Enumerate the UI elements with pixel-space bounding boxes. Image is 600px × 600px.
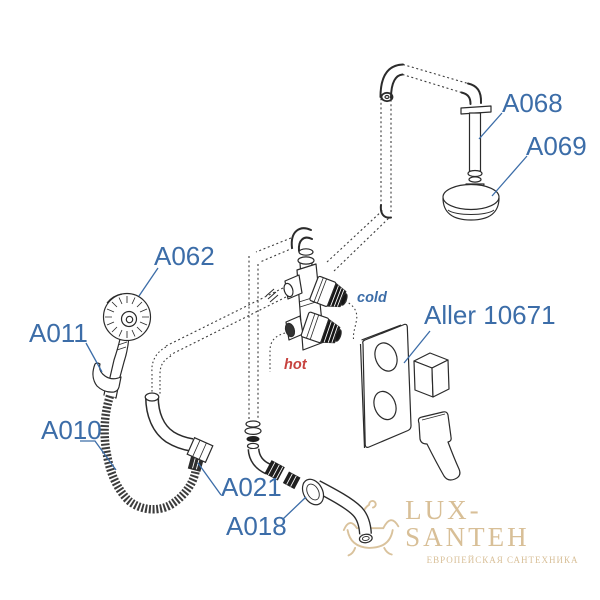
label-product: Aller 10671: [424, 300, 556, 330]
wall-outlet-elbow-a021: [144, 392, 214, 464]
leader-lines: [80, 112, 528, 520]
lever-handle: [417, 411, 461, 481]
in-wall-pipes: [151, 63, 469, 420]
label-a021: A021: [221, 472, 282, 502]
watermark-brand: LUX-SANTEH: [405, 495, 530, 552]
label-a011: A011: [29, 318, 88, 348]
label-a010: A010: [41, 415, 102, 445]
label-a062: A062: [154, 241, 215, 271]
shower-arm-a068: [460, 105, 492, 183]
spout-a018: [301, 478, 373, 544]
shower-head-a069: [442, 183, 500, 221]
trim-plate: [359, 323, 412, 449]
label-hot: hot: [284, 357, 307, 373]
spout-drop-fittings: [244, 420, 301, 490]
label-a069: A069: [526, 131, 587, 161]
hand-shower: [92, 292, 152, 399]
mixer-valve: [265, 248, 348, 351]
label-cold: cold: [357, 290, 387, 306]
watermark-tagline: ЕВРОПЕЙСКАЯ САНТЕХНИКА: [426, 555, 579, 565]
knob-handle: [413, 352, 450, 398]
label-a068: A068: [502, 88, 563, 118]
water-feed-dots: [269, 300, 358, 372]
watermark-logo: LUX-SANTEH ЕВРОПЕЙСКАЯ САНТЕХНИКА: [341, 497, 600, 565]
label-a018: A018: [226, 511, 287, 541]
pipe-elbows: [290, 63, 483, 252]
